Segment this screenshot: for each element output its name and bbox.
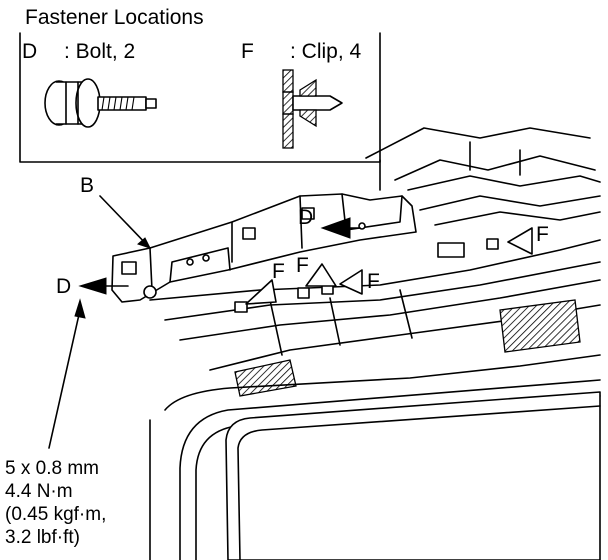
torque-spec-line-1: 5 x 0.8 mm [5,458,99,479]
vehicle-body-outline [149,127,601,560]
callout-f-3-label: F [367,270,380,293]
callout-d-lower-label: D [56,275,71,298]
legend-box: Fastener Locations D : Bolt, 2 F : Clip,… [19,6,381,163]
torque-leader [48,298,86,449]
legend-title: Fastener Locations [25,6,204,29]
callout-d-upper-label: D [298,206,313,229]
callout-f-3: F [339,269,380,295]
callout-f-4-label: F [536,223,549,246]
legend-letter-d: D [22,40,37,63]
legend-desc-clip: : Clip, 4 [290,40,362,63]
callout-f-1: F [245,260,285,305]
clip-marker-icon [305,263,337,287]
bracket-b [111,193,499,313]
callout-f-2: F [296,254,337,287]
torque-spec-line-2: 4.4 N·m [5,481,73,502]
torque-spec-line-4: 3.2 lbf·ft) [5,527,80,548]
callout-d-lower: D [56,275,129,298]
callout-f-4: F [507,223,549,255]
bolt-icon [44,78,157,128]
callout-f-2-label: F [296,254,309,277]
torque-spec-line-3: (0.45 kgf·m, [5,504,106,525]
callout-b-label: B [80,174,94,197]
legend-desc-bolt: : Bolt, 2 [64,40,135,63]
callout-f-1-label: F [272,260,285,283]
bolt-marker-icon [78,277,107,295]
clip-marker-icon [339,269,363,295]
clip-icon [282,69,343,149]
callout-b: B [80,174,151,249]
callout-d-upper: D [298,206,361,239]
clip-marker-icon [245,279,277,305]
legend-letter-f: F [241,40,254,63]
torque-spec: 5 x 0.8 mm 4.4 N·m (0.45 kgf·m, 3.2 lbf·… [5,458,106,548]
clip-marker-icon [507,227,533,255]
